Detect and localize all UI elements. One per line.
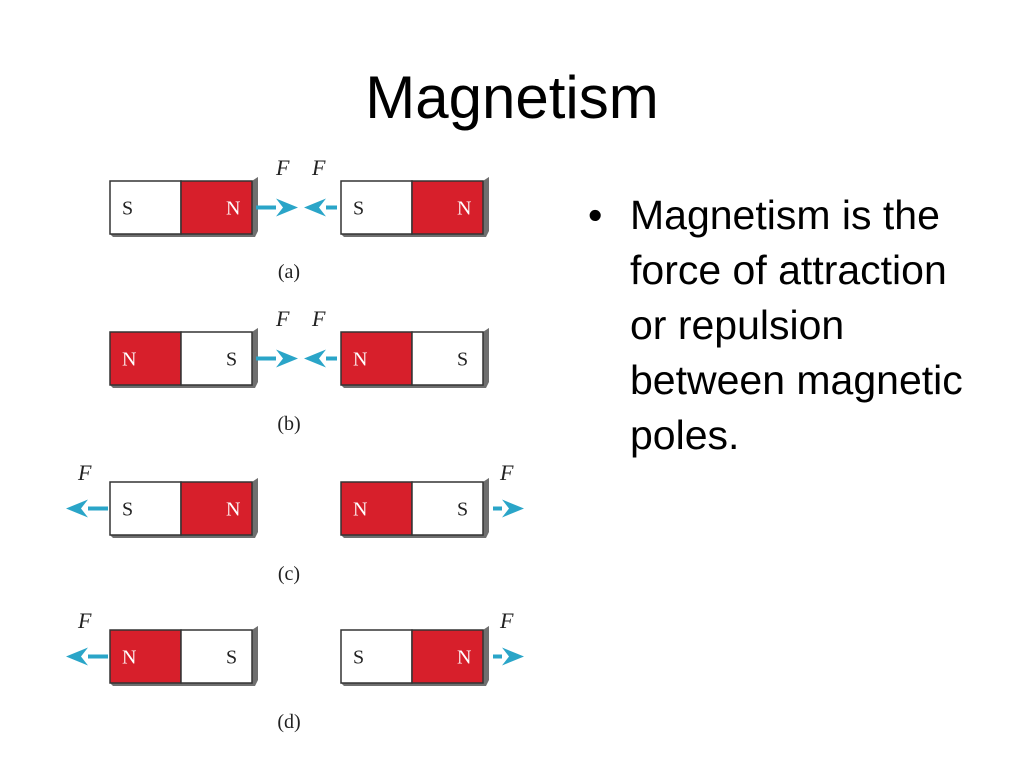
force-arrow-head: [502, 647, 524, 666]
pole-label: S: [122, 499, 133, 521]
south-pole: [340, 629, 413, 684]
pole-label: S: [226, 647, 237, 669]
pole-label: S: [457, 349, 468, 371]
panel-caption: (b): [277, 413, 300, 435]
panel-caption: (c): [278, 563, 300, 585]
bullet-text: Magnetism is the force of attraction or …: [630, 192, 963, 458]
force-label: F: [499, 608, 514, 633]
pole-label: N: [457, 647, 471, 669]
pole-label: N: [353, 349, 367, 371]
pole-label: N: [122, 349, 136, 371]
south-pole: [340, 180, 413, 235]
pole-label: S: [353, 647, 364, 669]
force-label: F: [77, 608, 92, 633]
north-pole: [180, 481, 253, 536]
pole-label: N: [226, 198, 240, 220]
north-pole: [340, 331, 413, 386]
south-pole: [411, 331, 484, 386]
north-pole: [109, 331, 182, 386]
pole-label: N: [353, 499, 367, 521]
pole-label: N: [226, 499, 240, 521]
bullet-marker: •: [588, 192, 603, 238]
pole-label: S: [353, 198, 364, 220]
north-pole: [340, 481, 413, 536]
pole-label: S: [226, 349, 237, 371]
panel-caption: (d): [277, 711, 300, 733]
panel-caption: (a): [278, 261, 300, 283]
bullet-list: • Magnetism is the force of attraction o…: [588, 188, 978, 463]
force-arrow-head: [304, 349, 326, 368]
south-pole: [180, 629, 253, 684]
force-label: F: [77, 460, 92, 485]
force-arrow-head: [276, 349, 298, 368]
force-arrow-head: [276, 198, 298, 217]
north-pole: [180, 180, 253, 235]
force-arrow-head: [502, 499, 524, 518]
north-pole: [109, 629, 182, 684]
south-pole: [411, 481, 484, 536]
north-pole: [411, 180, 484, 235]
force-label: F: [275, 155, 290, 180]
force-label: F: [499, 460, 514, 485]
bullet-item: • Magnetism is the force of attraction o…: [588, 188, 978, 463]
pole-label: S: [457, 499, 468, 521]
south-pole: [109, 180, 182, 235]
south-pole: [180, 331, 253, 386]
force-label: F: [311, 155, 326, 180]
force-arrow-head: [304, 198, 326, 217]
south-pole: [109, 481, 182, 536]
pole-label: N: [122, 647, 136, 669]
north-pole: [411, 629, 484, 684]
pole-label: S: [122, 198, 133, 220]
slide-title: Magnetism: [365, 64, 659, 131]
force-arrow-head: [66, 647, 88, 666]
force-arrow-head: [66, 499, 88, 518]
force-label: F: [275, 306, 290, 331]
pole-label: N: [457, 198, 471, 220]
force-label: F: [311, 306, 326, 331]
